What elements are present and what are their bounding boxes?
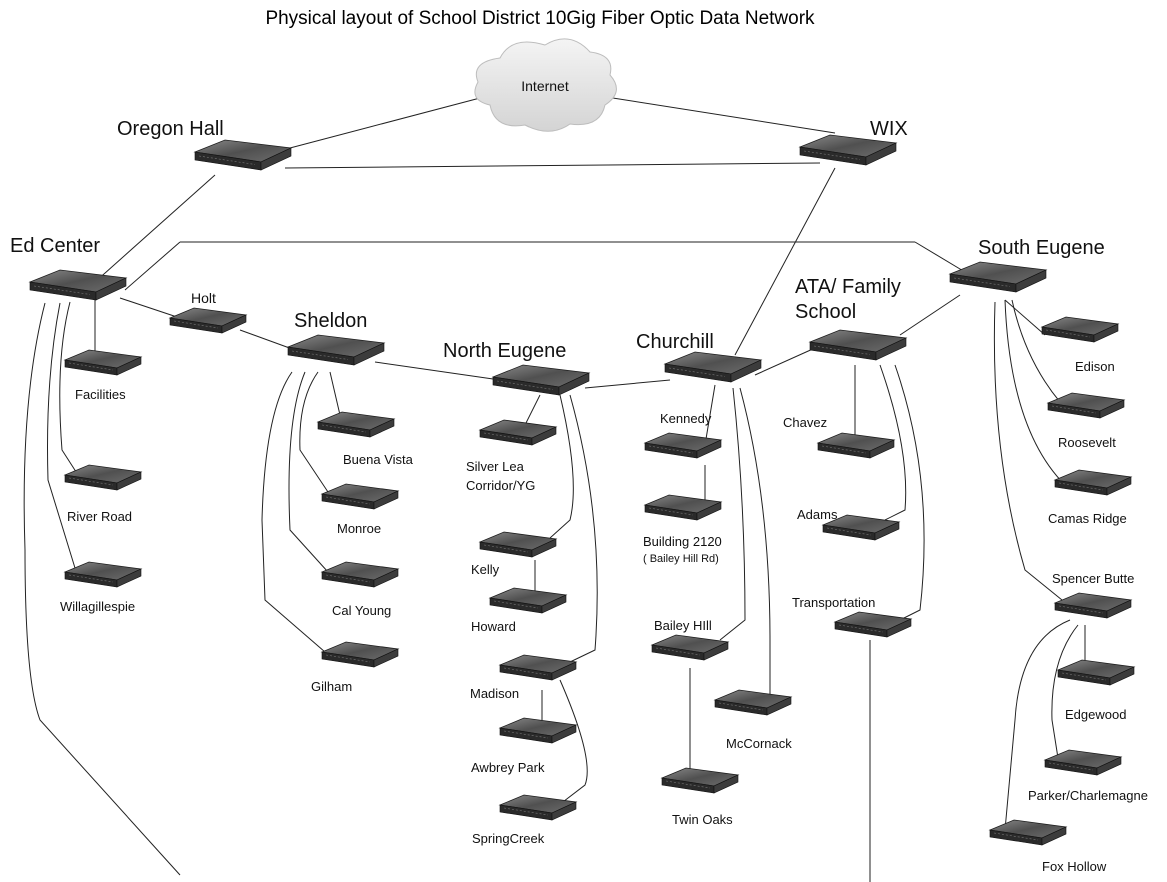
fox-hollow-label: Fox Hollow xyxy=(1042,859,1107,874)
churchill-label: Churchill xyxy=(636,331,714,353)
fox-hollow-switch-icon xyxy=(989,819,1067,846)
awbrey-park-label: Awbrey Park xyxy=(471,760,545,775)
facilities-switch-icon xyxy=(64,349,142,376)
oregon-hall-switch-icon xyxy=(194,139,292,171)
willagillespie-label: Willagillespie xyxy=(60,599,135,614)
silver-lea-label-line1: Silver Lea xyxy=(466,459,525,474)
gilham-label: Gilham xyxy=(311,679,352,694)
oregon-hall-label: Oregon Hall xyxy=(117,118,224,140)
internet-label: Internet xyxy=(521,78,569,94)
buena-vista-label: Buena Vista xyxy=(343,452,414,467)
ed-center-label: Ed Center xyxy=(10,235,100,257)
internet-cloud: Internet xyxy=(474,38,617,132)
springcreek-label: SpringCreek xyxy=(472,831,545,846)
cal-young-switch-icon xyxy=(321,561,399,588)
edison-switch-icon xyxy=(1041,316,1119,343)
adams-label: Adams xyxy=(797,507,838,522)
willagillespie-switch-icon xyxy=(64,561,142,588)
camas-ridge-switch-icon xyxy=(1054,469,1132,496)
river-road-switch-icon xyxy=(64,464,142,491)
diagram-title: Physical layout of School District 10Gig… xyxy=(265,8,815,29)
roosevelt-label: Roosevelt xyxy=(1058,435,1116,450)
kennedy-label: Kennedy xyxy=(660,411,712,426)
mccornack-switch-icon xyxy=(714,689,792,716)
ed-center-switch-icon xyxy=(29,269,127,301)
edgewood-label: Edgewood xyxy=(1065,707,1126,722)
kelly-label: Kelly xyxy=(471,562,500,577)
madison-label: Madison xyxy=(470,686,519,701)
spencer-butte-switch-icon xyxy=(1054,592,1132,619)
bailey-hill-label: Bailey HIll xyxy=(654,618,712,633)
springcreek-switch-icon xyxy=(499,794,577,821)
holt-switch-icon xyxy=(169,307,247,334)
chavez-label: Chavez xyxy=(783,415,827,430)
cal-young-label: Cal Young xyxy=(332,603,391,618)
edison-label: Edison xyxy=(1075,359,1115,374)
edgewood-switch-icon xyxy=(1057,659,1135,686)
ata-family-school-switch-icon xyxy=(809,329,907,361)
south-eugene-switch-icon xyxy=(949,261,1047,293)
gilham-switch-icon xyxy=(321,641,399,668)
fiber-links xyxy=(23,95,1086,882)
bailey-hill-switch-icon xyxy=(651,634,729,661)
madison-switch-icon xyxy=(499,654,577,681)
river-road-label: River Road xyxy=(67,509,132,524)
transportation-switch-icon xyxy=(834,611,912,638)
north-eugene-switch-icon xyxy=(492,364,590,396)
parker-charlemagne-label: Parker/Charlemagne xyxy=(1028,788,1148,803)
kelly-switch-icon xyxy=(479,531,557,558)
monroe-label: Monroe xyxy=(337,521,381,536)
ata-family-label-line1: ATA/ Family xyxy=(795,276,901,298)
buena-vista-switch-icon xyxy=(317,411,395,438)
camas-ridge-label: Camas Ridge xyxy=(1048,511,1127,526)
parker-charlemagne-switch-icon xyxy=(1044,749,1122,776)
roosevelt-switch-icon xyxy=(1047,392,1125,419)
awbrey-park-switch-icon xyxy=(499,717,577,744)
sheldon-switch-icon xyxy=(287,334,385,366)
north-eugene-label: North Eugene xyxy=(443,340,566,362)
building-2120-label-line1: Building 2120 xyxy=(643,534,722,549)
monroe-switch-icon xyxy=(321,483,399,510)
twin-oaks-switch-icon xyxy=(661,767,739,794)
howard-label: Howard xyxy=(471,619,516,634)
building-2120-switch-icon xyxy=(644,494,722,521)
ata-family-label-line2: School xyxy=(795,301,856,323)
silver-lea-label-line2: Corridor/YG xyxy=(466,478,535,493)
spencer-butte-label: Spencer Butte xyxy=(1052,571,1134,586)
silver-lea-switch-icon xyxy=(479,419,557,446)
south-eugene-label: South Eugene xyxy=(978,237,1105,259)
sheldon-label: Sheldon xyxy=(294,310,367,332)
facilities-label: Facilities xyxy=(75,387,126,402)
twin-oaks-label: Twin Oaks xyxy=(672,812,733,827)
holt-label: Holt xyxy=(191,290,216,306)
building-2120-label-line2: ( Bailey Hill Rd) xyxy=(643,553,719,565)
howard-switch-icon xyxy=(489,587,567,614)
chavez-switch-icon xyxy=(817,432,895,459)
churchill-switch-icon xyxy=(664,351,762,383)
mccornack-label: McCornack xyxy=(726,736,792,751)
wix-label: WIX xyxy=(870,118,908,140)
kennedy-switch-icon xyxy=(644,432,722,459)
transportation-label: Transportation xyxy=(792,595,875,610)
